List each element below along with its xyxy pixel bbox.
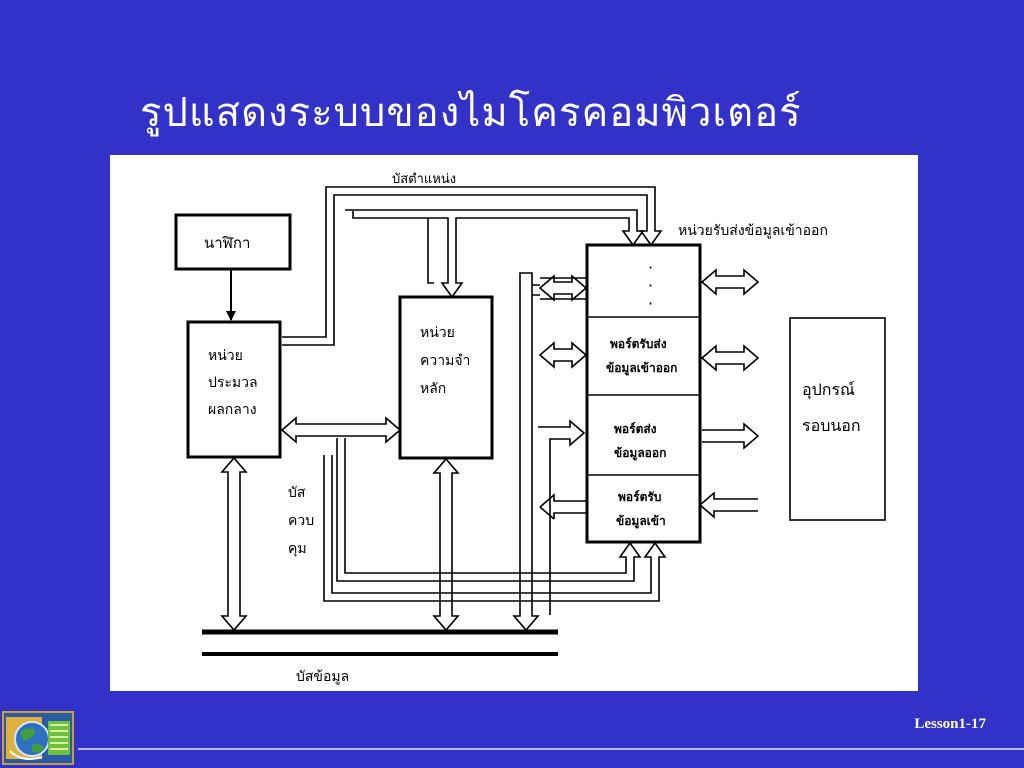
- io-port2-label-1: พอร์ตส่ง: [614, 422, 657, 436]
- diagram-panel: บัสตำแหน่ง หน่วยรับส่งข้อมูลเข้าออก นาฬิ…: [110, 155, 918, 691]
- peripheral-block: [789, 317, 886, 521]
- data-bus-label: บัสข้อมูล: [296, 669, 349, 685]
- io-port1-label-2: ข้อมูลเข้าออก: [606, 361, 677, 376]
- io-peripheral-arrow-1: [700, 268, 760, 296]
- address-bus-outer: [282, 186, 663, 346]
- io-peripheral-arrow-4: [698, 491, 758, 519]
- io-data-bus-arrow: [512, 272, 540, 632]
- peripheral-label-1: อุปกรณ์: [802, 380, 855, 400]
- control-bus-label-3: คุม: [288, 541, 307, 557]
- io-port2-label-2: ข้อมูลออก: [614, 446, 666, 461]
- address-bus-label: บัสตำแหน่ง: [392, 172, 456, 187]
- io-line-port2: [538, 419, 586, 615]
- memory-label-1: หน่วย: [420, 325, 455, 341]
- cpu-data-bus-arrow: [220, 456, 248, 632]
- io-unit-block: [585, 243, 702, 544]
- io-peripheral-arrow-2: [700, 344, 760, 372]
- slide-title: รูปแสดงระบบของไมโครคอมพิวเตอร์: [140, 90, 802, 136]
- cpu-label-3: ผลกลาง: [208, 402, 257, 418]
- io-dot-1: ·: [648, 258, 653, 277]
- cpu-memory-bus-arrow: [280, 416, 402, 444]
- memory-data-bus-arrow: [432, 457, 460, 632]
- microcomputer-system-diagram: บัสตำแหน่ง หน่วยรับส่งข้อมูลเข้าออก นาฬิ…: [174, 172, 886, 685]
- cpu-label-2: ประมวล: [208, 375, 258, 391]
- io-port3-label-1: พอร์ตรับ: [618, 490, 661, 504]
- control-bus-label-2: ควบ: [288, 513, 314, 529]
- footer-divider: [78, 748, 1024, 750]
- address-bus-branch: [427, 218, 434, 284]
- control-bus-label-1: บัส: [288, 485, 306, 501]
- io-arrow-port3-left: [539, 493, 586, 520]
- control-bus-loop-outer: [323, 455, 667, 602]
- io-dot-3: ·: [648, 294, 653, 313]
- peripheral-label-2: รอบนอก: [802, 416, 861, 435]
- cpu-label-1: หน่วย: [208, 348, 243, 364]
- memory-block: [398, 295, 494, 460]
- address-bus-inner: [345, 209, 645, 299]
- memory-label-3: หลัก: [420, 381, 446, 397]
- io-arrow-top-left: [538, 274, 588, 302]
- globe-logo-icon: [2, 711, 74, 765]
- clock-label: นาฬิกา: [204, 234, 250, 252]
- io-unit-label: หน่วยรับส่งข้อมูลเข้าออก: [678, 223, 828, 239]
- memory-label-2: ความจำ: [420, 353, 470, 369]
- slide-number: Lesson1-17: [914, 716, 986, 732]
- io-branch-port1: [540, 277, 587, 300]
- clock-block: [174, 213, 292, 271]
- io-port3-label-2: ข้อมูลเข้า: [616, 514, 666, 529]
- io-port1-label-1: พอร์ตรับส่ง: [610, 337, 667, 351]
- io-peripheral-arrow-3: [702, 422, 760, 450]
- io-dot-2: ·: [648, 276, 653, 295]
- io-branch-upper: [532, 284, 540, 296]
- io-arrow-port1-left: [538, 341, 588, 369]
